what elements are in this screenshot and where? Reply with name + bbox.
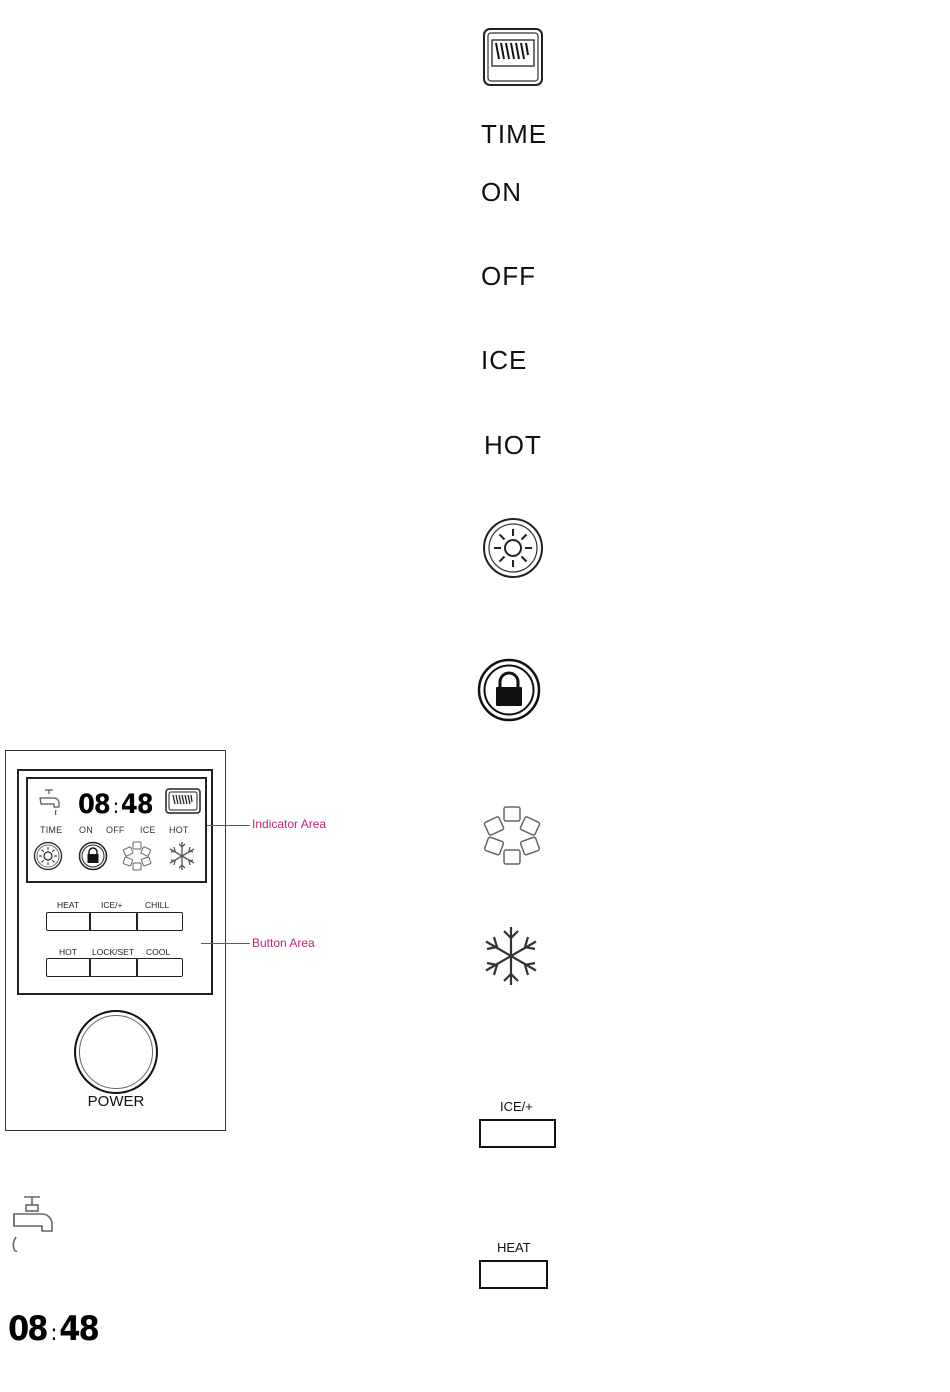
faucet-icon (6, 1194, 56, 1256)
lcd-clock-separator: : (110, 794, 121, 818)
legend-button-label-heat: HEAT (497, 1240, 531, 1255)
indicator-area-callout: Indicator Area (252, 817, 344, 831)
ice-plus-button[interactable] (479, 1119, 556, 1148)
legend-clock-hours: 08 (8, 1309, 47, 1349)
snowflake-icon (166, 840, 198, 872)
faucet-icon (36, 788, 62, 818)
lcd-clock-hours: 08 (78, 789, 110, 820)
lcd-clock: 08:48 (78, 789, 153, 820)
button-label-ice-plus: ICE/+ (101, 900, 123, 910)
water-tank-icon (482, 27, 544, 87)
lock-set-button[interactable] (89, 958, 138, 977)
power-button-inner-ring (79, 1015, 153, 1089)
hot-button[interactable] (46, 958, 91, 977)
sun-heat-icon (33, 841, 63, 871)
legend-text-off: OFF (481, 261, 536, 292)
ice-cubes-icon (121, 840, 153, 872)
ice-cubes-icon (479, 805, 545, 867)
water-tank-icon (165, 788, 201, 814)
lcd-label-off: OFF (106, 825, 125, 835)
legend-text-hot: HOT (484, 430, 542, 461)
button-label-cool: COOL (146, 947, 170, 957)
lcd-clock-minutes: 48 (121, 789, 153, 820)
button-area-leader-line (201, 943, 250, 944)
lcd-label-time: TIME (40, 825, 62, 835)
snowflake-icon (479, 924, 543, 988)
sun-heat-icon (481, 517, 545, 579)
legend-clock: 08:48 (8, 1309, 98, 1349)
ice-plus-button[interactable] (89, 912, 138, 931)
cool-button[interactable] (136, 958, 183, 977)
chill-button[interactable] (136, 912, 183, 931)
button-label-hot: HOT (59, 947, 77, 957)
button-label-chill: CHILL (145, 900, 169, 910)
heat-button[interactable] (479, 1260, 548, 1289)
legend-text-ice: ICE (481, 345, 527, 376)
legend-clock-minutes: 48 (59, 1309, 98, 1349)
lcd-label-on: ON (79, 825, 93, 835)
legend-clock-separator: : (47, 1321, 60, 1346)
button-label-lock-set: LOCK/SET (92, 947, 134, 957)
indicator-area-leader-line (207, 825, 250, 826)
button-label-heat: HEAT (57, 900, 79, 910)
power-label: POWER (76, 1093, 156, 1110)
lock-icon (78, 841, 108, 871)
lock-icon (477, 658, 541, 722)
heat-button[interactable] (46, 912, 91, 931)
button-area-callout: Button Area (252, 936, 315, 950)
lcd-label-ice: ICE (140, 825, 156, 835)
legend-text-on: ON (481, 177, 522, 208)
lcd-label-hot: HOT (169, 825, 189, 835)
legend-button-label-ice-plus: ICE/+ (500, 1099, 533, 1114)
legend-text-time: TIME (481, 119, 547, 150)
